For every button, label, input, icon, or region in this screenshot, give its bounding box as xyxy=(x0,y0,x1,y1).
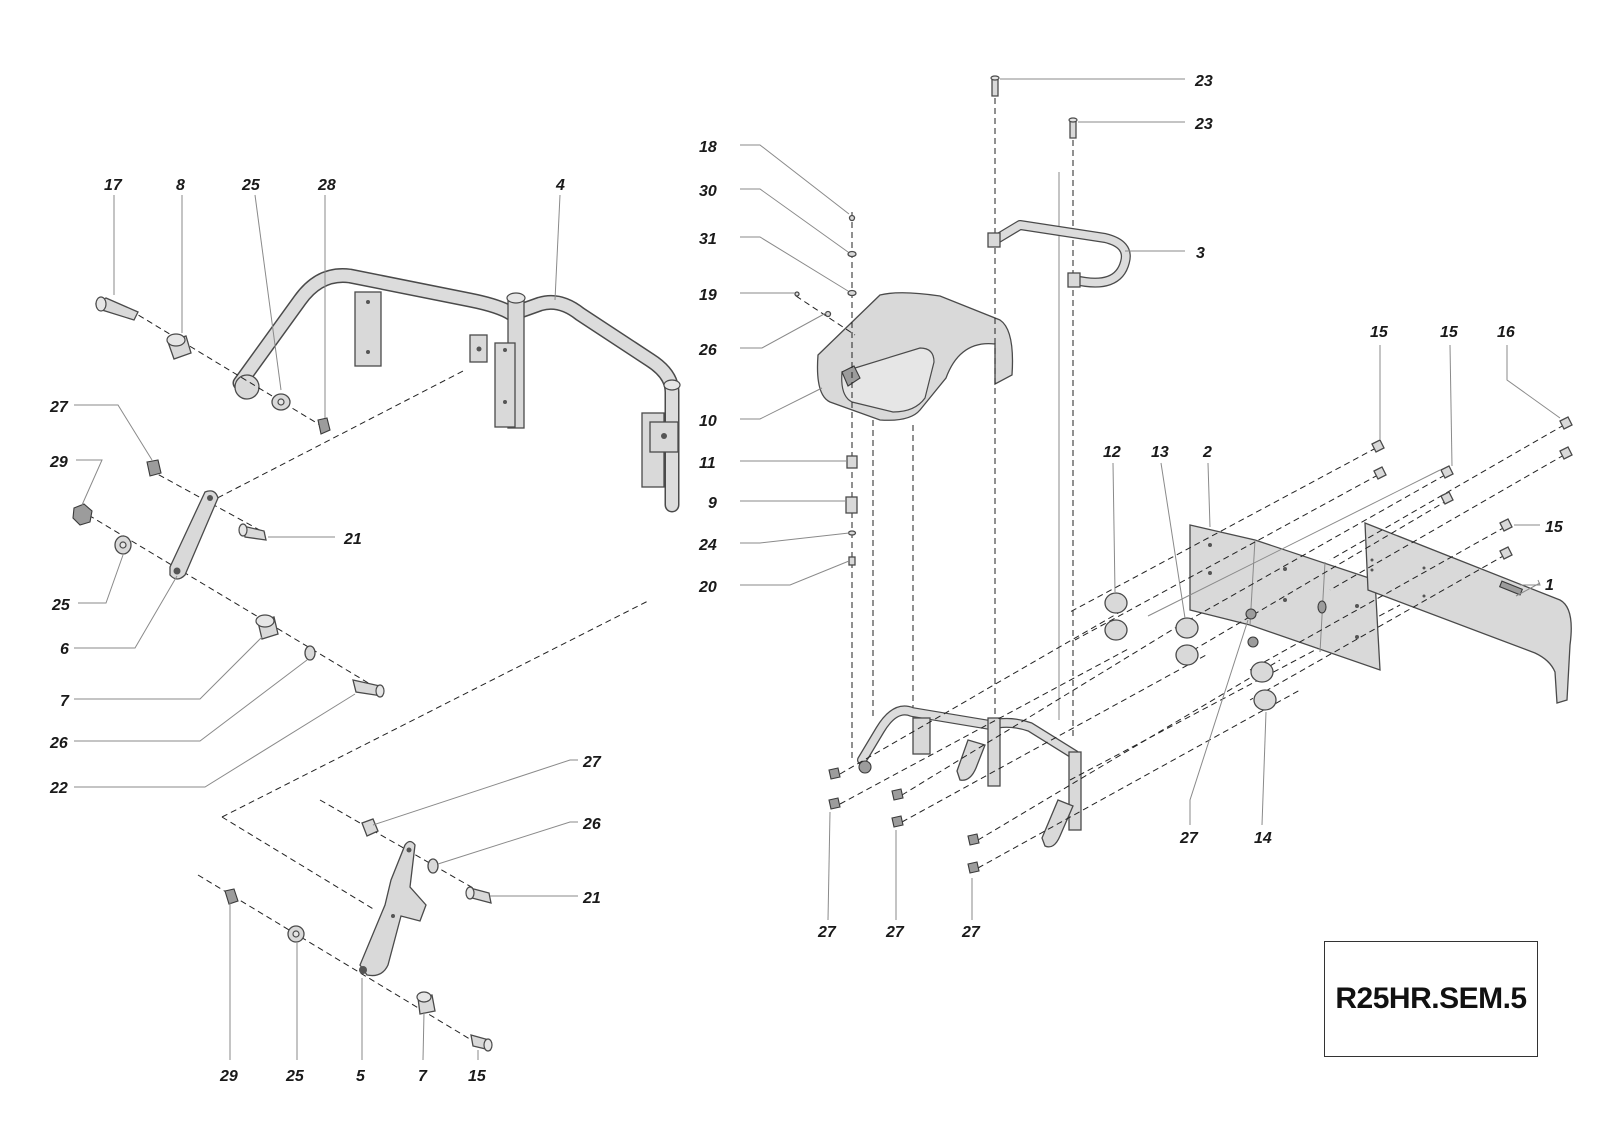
callout-1: 1 xyxy=(1545,577,1554,594)
callout-10: 10 xyxy=(699,413,717,430)
drawing-code-box: R25HR.SEM.5 xyxy=(1324,941,1538,1057)
callout-27: 27 xyxy=(961,924,981,941)
callout-26: 26 xyxy=(49,735,68,752)
callout-27: 27 xyxy=(582,754,602,771)
frame-tube-assembly xyxy=(857,705,1082,848)
callout-15: 15 xyxy=(1440,324,1459,341)
link-plate-part-6 xyxy=(72,369,466,698)
rail-part-3 xyxy=(987,75,1131,740)
callout-15: 15 xyxy=(1370,324,1389,341)
callout-8: 8 xyxy=(176,177,185,194)
plate-part-2 xyxy=(1189,524,1381,671)
callout-27: 27 xyxy=(49,399,69,416)
callout-9: 9 xyxy=(708,495,717,512)
seat-pin-stack xyxy=(794,212,914,760)
rubber-mounts xyxy=(1104,469,1441,711)
callout-4: 4 xyxy=(555,177,565,194)
callout-31: 31 xyxy=(699,231,717,248)
callout-25: 25 xyxy=(241,177,261,194)
callout-11: 11 xyxy=(699,455,716,472)
callout-17: 17 xyxy=(104,177,123,194)
handle-fasteners xyxy=(94,296,331,435)
callout-15: 15 xyxy=(468,1068,487,1085)
callout-26: 26 xyxy=(698,342,717,359)
callout-13: 13 xyxy=(1151,444,1169,461)
callout-25: 25 xyxy=(51,597,71,614)
drawing-code: R25HR.SEM.5 xyxy=(1335,982,1527,1015)
callout-21: 21 xyxy=(343,531,362,548)
callout-16: 16 xyxy=(1497,324,1515,341)
callout-7: 7 xyxy=(60,693,70,710)
callout-12: 12 xyxy=(1103,444,1121,461)
callout-7: 7 xyxy=(418,1068,428,1085)
seat-part-10 xyxy=(816,292,1014,421)
bracket-part-5 xyxy=(197,799,493,1052)
handle-bar-part-4 xyxy=(232,268,681,513)
callout-5: 5 xyxy=(356,1068,366,1085)
callout-23: 23 xyxy=(1194,116,1213,133)
callout-21: 21 xyxy=(582,890,601,907)
callout-14: 14 xyxy=(1254,830,1272,847)
callout-27: 27 xyxy=(885,924,905,941)
callout-18: 18 xyxy=(699,139,717,156)
callout-29: 29 xyxy=(219,1068,238,1085)
plate-part-1 xyxy=(1364,522,1572,704)
callout-25: 25 xyxy=(285,1068,305,1085)
callout-19: 19 xyxy=(699,287,717,304)
callout-26: 26 xyxy=(582,816,601,833)
callout-27: 27 xyxy=(1179,830,1199,847)
callout-27: 27 xyxy=(817,924,837,941)
callout-3: 3 xyxy=(1196,245,1205,262)
callout-29: 29 xyxy=(49,454,68,471)
callout-20: 20 xyxy=(698,579,717,596)
leader-lines xyxy=(74,78,1561,1061)
callout-6: 6 xyxy=(60,641,69,658)
callout-numbers: 17 8 25 28 4 27 29 21 25 6 7 26 22 27 26… xyxy=(49,73,1564,1085)
callout-30: 30 xyxy=(699,183,717,200)
callout-24: 24 xyxy=(698,537,717,554)
bolts-15-16 xyxy=(1069,416,1573,701)
callout-2: 2 xyxy=(1202,444,1212,461)
callout-28: 28 xyxy=(317,177,336,194)
callout-23: 23 xyxy=(1194,73,1213,90)
callout-15: 15 xyxy=(1545,519,1564,536)
callout-22: 22 xyxy=(49,780,68,797)
